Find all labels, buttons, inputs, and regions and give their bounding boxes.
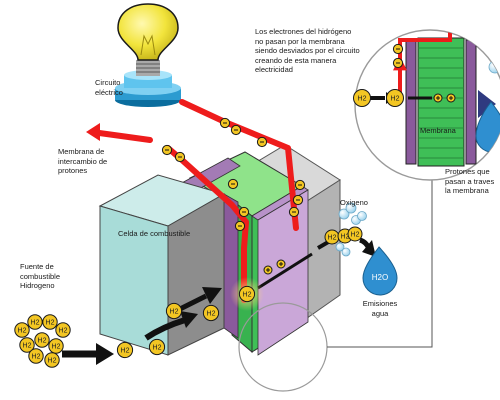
electron-icon — [219, 117, 231, 129]
hydrogen-molecule-icon: H2 — [202, 304, 220, 322]
hydrogen-molecule-icon: H2 — [165, 302, 183, 320]
hydrogen-molecule-icon: H2 — [238, 285, 256, 303]
hydrogen-molecule-icon: H2 — [44, 352, 60, 368]
electron-icon — [234, 220, 246, 232]
zoom-membrane-label: Membrana — [420, 126, 456, 135]
hydrogen-molecule-icon: H2 — [28, 348, 44, 364]
oxygen-label: Oxigeno — [340, 198, 368, 207]
hydrogen-molecule-icon: H2 — [19, 337, 35, 353]
electron-icon — [256, 136, 268, 148]
hydrogen-molecule-icon: H2 — [386, 89, 404, 107]
svg-text:H2: H2 — [48, 358, 57, 365]
water-drop-icon — [362, 246, 398, 296]
fuel-cell-body — [98, 144, 341, 356]
electron-icon — [174, 151, 186, 163]
proton-icon — [433, 93, 443, 103]
electron-icon — [292, 194, 304, 206]
svg-text:H2: H2 — [23, 343, 32, 350]
electron-icon — [227, 178, 239, 190]
svg-text:H2: H2 — [32, 354, 41, 361]
svg-text:H2: H2 — [52, 344, 61, 351]
electron-icon — [392, 43, 404, 55]
svg-text:H2: H2 — [341, 234, 350, 241]
proton-icon — [263, 265, 273, 275]
electron-icon — [294, 179, 306, 191]
hydrogen-molecule-icon: H2 — [42, 314, 58, 330]
electric-circuit-wire — [86, 99, 299, 303]
oxygen-molecule-icon — [335, 202, 367, 257]
svg-text:H2: H2 — [243, 292, 252, 299]
proton-icon — [446, 93, 456, 103]
hydrogen-molecule-icon: H2 — [48, 338, 64, 354]
svg-text:H2: H2 — [59, 328, 68, 335]
membrane-zoom-circle — [354, 29, 500, 181]
svg-text:H2: H2 — [153, 345, 162, 352]
hydrogen-molecule-icon: H2 — [324, 229, 340, 245]
hydrogen-molecule-icon: H2 — [148, 338, 166, 356]
hydrogen-molecule-icon: H2 — [55, 322, 71, 338]
svg-text:H2: H2 — [18, 328, 27, 335]
svg-text:H2: H2 — [358, 96, 367, 103]
svg-text:H2: H2 — [46, 320, 55, 327]
water-drop-label: H2O — [372, 273, 388, 282]
svg-text:H2: H2 — [38, 338, 47, 345]
zoom-connector — [238, 180, 433, 392]
fuel-cell-label: Celda de combustible — [118, 229, 191, 238]
electron-icon — [230, 124, 242, 136]
hydrogen-molecule-icon: H2 — [347, 226, 363, 242]
hydrogen-molecule-icon: H2 — [353, 89, 371, 107]
electron-icon — [392, 57, 404, 69]
svg-text:H2: H2 — [170, 309, 179, 316]
proton-icon — [276, 259, 286, 269]
svg-text:H2: H2 — [351, 232, 360, 239]
svg-text:H2: H2 — [207, 311, 216, 318]
hydrogen-molecule-icon: H2 — [14, 322, 30, 338]
hydrogen-molecule-icon: H2 — [34, 332, 50, 348]
svg-text:H2: H2 — [328, 235, 337, 242]
hydrogen-molecule-icon: H2 — [27, 314, 43, 330]
svg-text:H2: H2 — [121, 348, 130, 355]
hydrogen-molecule-icon: H2 — [116, 341, 134, 359]
svg-text:H2: H2 — [391, 96, 400, 103]
electron-icon — [161, 144, 173, 156]
electron-icon — [238, 206, 250, 218]
light-bulb-icon — [115, 3, 181, 107]
svg-text:H2: H2 — [31, 320, 40, 327]
electron-icon — [288, 206, 300, 218]
